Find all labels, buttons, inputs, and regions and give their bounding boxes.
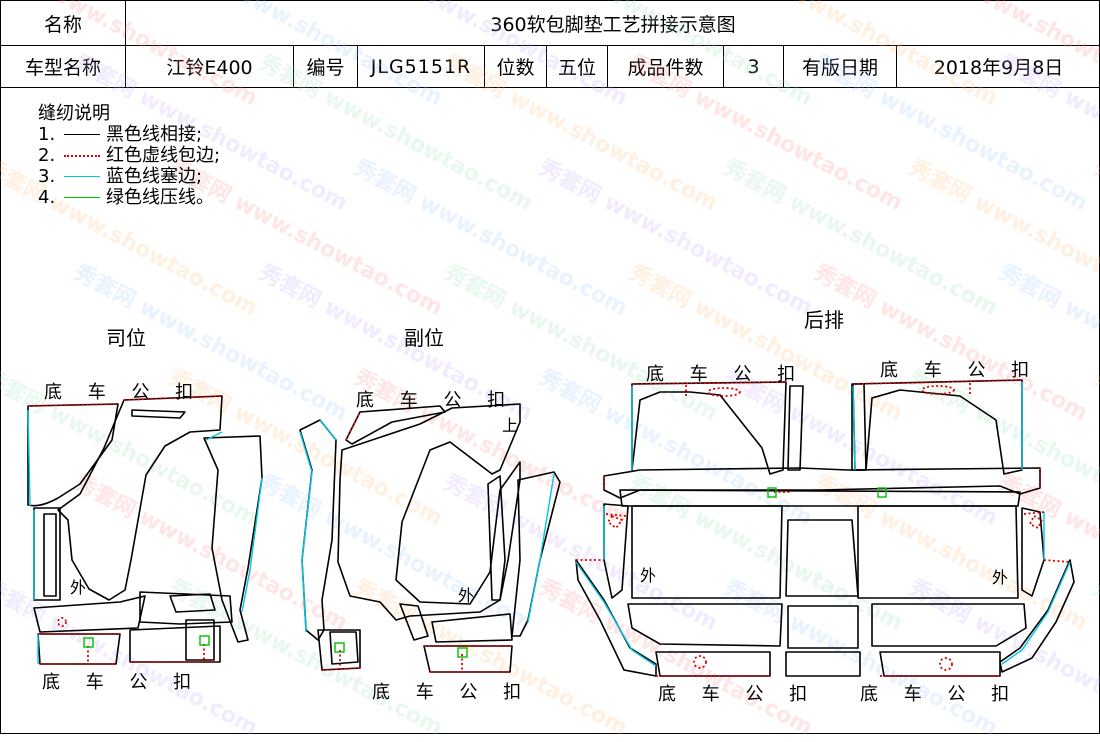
bottom-buckle-label: 底 车 公 扣 [646,360,795,386]
passenger-mat [300,404,560,672]
rear-section-title: 后排 [804,304,844,333]
passenger-section-title: 副位 [404,322,444,351]
driver-section-title: 司位 [106,322,146,351]
bottom-buckle-label: 底 车 公 扣 [860,680,1009,706]
driver-mat [28,396,262,664]
bottom-buckle-label: 底 车 公 扣 [880,356,1029,382]
bottom-buckle-label: 底 车 公 扣 [42,668,191,694]
outer-label: 外 [640,562,656,586]
top-label: 上 [502,412,518,436]
bottom-buckle-label: 底 车 公 扣 [356,386,505,412]
green-press-marks [84,488,886,657]
bottom-buckle-label: 底 车 公 扣 [44,378,193,404]
outer-label: 外 [992,564,1008,588]
outer-label: 外 [70,574,86,598]
bottom-buckle-label: 底 车 公 扣 [658,680,807,706]
rear-mat [576,380,1074,676]
outer-label: 外 [458,582,474,606]
bottom-buckle-label: 底 车 公 扣 [372,678,521,704]
